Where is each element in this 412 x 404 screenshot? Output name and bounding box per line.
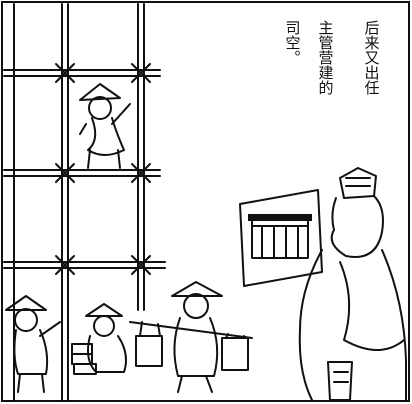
blueprint-roof: [248, 214, 312, 221]
worker-bottom-left: [5, 295, 61, 393]
worker-on-scaffold: [79, 83, 131, 169]
official-figure: [298, 167, 407, 401]
worker-bricklayer: [71, 303, 127, 375]
scaffolding: [3, 3, 166, 401]
blueprint-sheet: [239, 189, 323, 287]
caption-line-1: 后来又出任: [362, 20, 381, 95]
caption-line-2: 主管营建的: [316, 20, 335, 95]
caption-line-3: 司空。: [283, 20, 302, 65]
worker-carrier: [129, 281, 253, 393]
